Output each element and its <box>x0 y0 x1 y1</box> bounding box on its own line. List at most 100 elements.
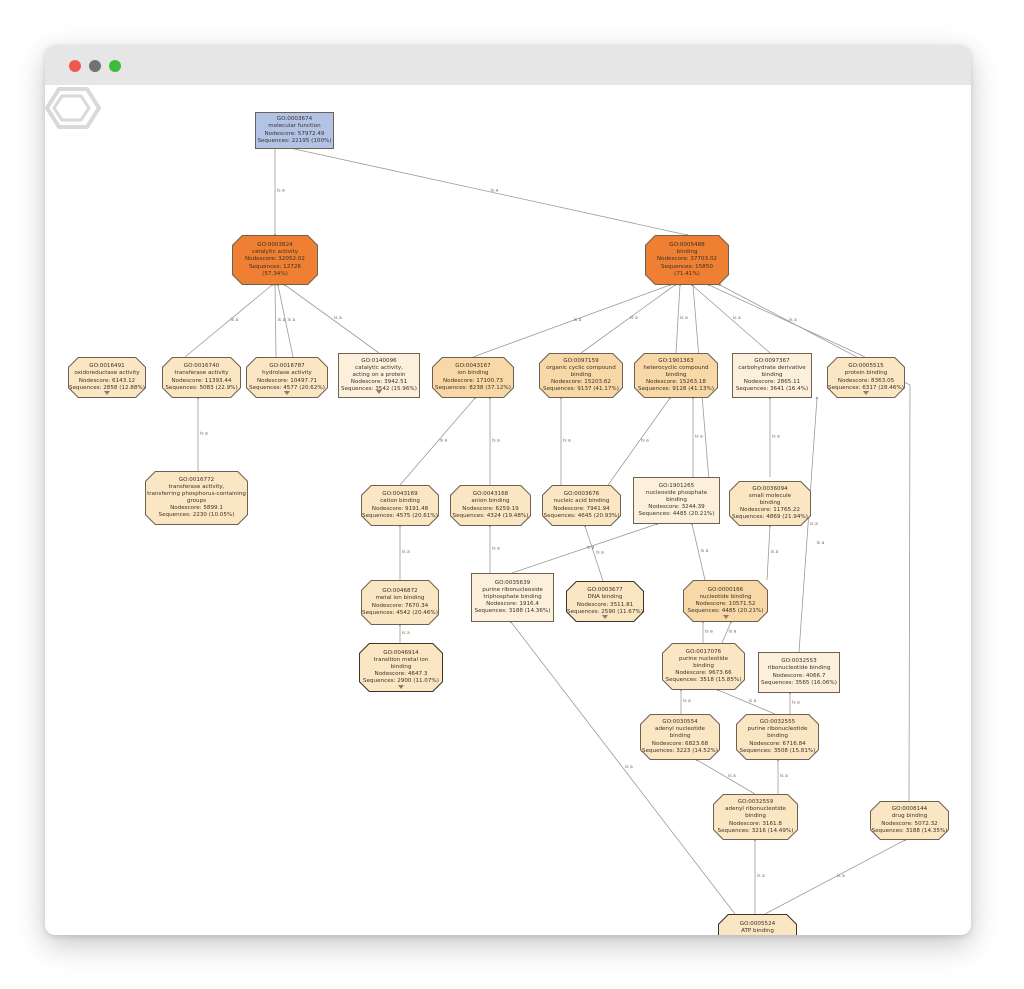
node-fill <box>360 644 442 691</box>
go-term-line: Sequences: 4645 (20.93%) <box>543 512 620 519</box>
go-term-line: Nodescore: 1916.4 <box>486 601 539 608</box>
edge-label: is a <box>772 434 780 440</box>
edge-label: is a <box>733 315 741 321</box>
go-term-line: (57.34%) <box>262 270 288 277</box>
is-a-edge <box>675 284 681 354</box>
go-term-line: transition metal ion <box>373 656 429 663</box>
go-term-line: binding <box>666 496 687 503</box>
node-fill <box>163 358 240 397</box>
go-term-id: GO:0036094 <box>752 485 788 492</box>
node-fill <box>730 482 810 525</box>
edge-label: is a <box>728 773 736 779</box>
expand-triangle-icon[interactable] <box>863 391 869 395</box>
expand-triangle-icon[interactable] <box>376 390 382 394</box>
is-a-edge <box>511 523 658 574</box>
go-term-line: transferring phosphorus-containing <box>147 490 246 497</box>
go-term-line: Sequences: 4575 (20.61%) <box>362 512 438 519</box>
go-term-line: Nodescore: 17100.73 <box>443 377 503 384</box>
go-term-line: Nodescore: 10497.71 <box>257 377 317 384</box>
go-term-id: GO:0032555 <box>759 719 796 726</box>
go-term-line: adenyl ribonucleotide <box>725 806 786 813</box>
go-term-id: GO:0005515 <box>848 363 884 370</box>
is-a-edge <box>584 525 604 582</box>
go-term-line: Nodescore: 57972.49 <box>264 130 325 137</box>
close-window-button[interactable] <box>69 60 81 72</box>
edge-label: is a <box>810 521 818 527</box>
go-term-line: catalytic activity <box>251 249 299 256</box>
go-term-line: small molecule <box>748 492 792 499</box>
expand-triangle-icon[interactable] <box>723 615 729 619</box>
go-term-line: Nodescore: 9191.48 <box>371 505 429 512</box>
go-term-line: Sequences: 4542 (20.46%) <box>362 609 438 616</box>
go-term-id: GO:0003824 <box>257 242 293 249</box>
go-term-id: GO:0017076 <box>685 648 722 655</box>
go-term-line: cation binding <box>380 498 420 505</box>
edge-label: is a <box>231 317 239 323</box>
go-term-line: binding <box>745 813 766 820</box>
go-term-line: Sequences: 4577 (20.62%) <box>249 384 325 391</box>
go-term-id: GO:0016491 <box>89 363 125 370</box>
go-term-id: GO:0005488 <box>669 242 705 249</box>
expand-triangle-icon[interactable] <box>284 391 290 395</box>
expand-triangle-icon[interactable] <box>104 391 110 395</box>
expand-triangle-icon[interactable] <box>398 685 404 689</box>
go-term-line: Nodescore: 6823.68 <box>651 740 709 747</box>
edge-label: is a <box>596 550 604 556</box>
go-term-line: Nodescore: 3511.81 <box>576 601 634 608</box>
go-term-line: binding <box>761 371 783 378</box>
go-term-line: oxidoreductase activity <box>74 370 140 377</box>
go-term-id: GO:0032553 <box>781 658 817 665</box>
zoom-window-button[interactable] <box>109 60 121 72</box>
edge-label: is a <box>492 546 500 552</box>
expand-triangle-icon[interactable] <box>602 615 608 619</box>
go-term-line: Nodescore: 6716.84 <box>749 740 806 747</box>
go-term-line: drug binding <box>891 813 928 820</box>
go-term-id: GO:0043167 <box>455 363 491 370</box>
go-term-line: purine ribonucleotide <box>747 726 808 733</box>
minimize-window-button[interactable] <box>89 60 101 72</box>
edge-label: is a <box>837 873 845 879</box>
edge-label: is a <box>288 317 296 323</box>
node-fill <box>663 644 744 689</box>
is-a-edge <box>696 759 756 795</box>
node-fill <box>737 715 818 759</box>
